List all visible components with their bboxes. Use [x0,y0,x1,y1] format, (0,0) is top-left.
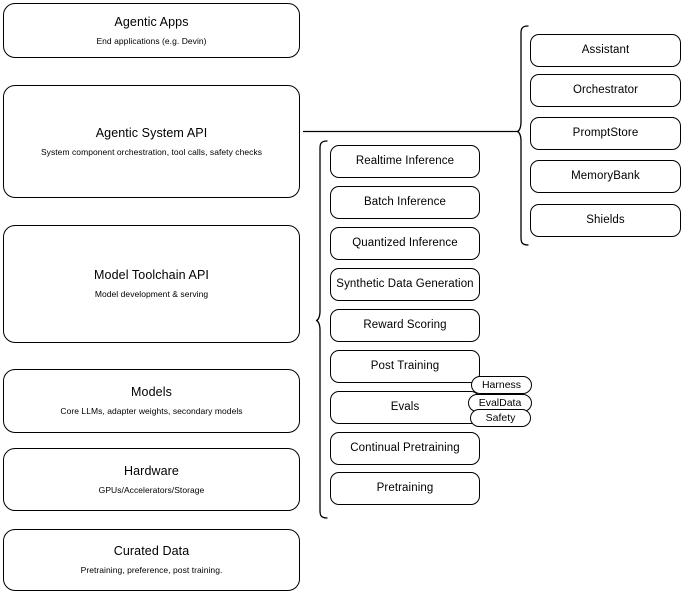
system-component-memorybank[interactable]: MemoryBank [530,160,681,193]
layer-model-toolchain-api[interactable]: Model Toolchain API Model development & … [3,225,300,343]
node-label: Orchestrator [572,84,639,97]
toolchain-pretraining[interactable]: Pretraining [330,472,480,505]
brace-toolchain-components [315,140,328,519]
toolchain-continual-pretraining[interactable]: Continual Pretraining [330,432,480,465]
node-label: Shields [586,214,625,227]
evals-sub-harness[interactable]: Harness [471,376,532,394]
node-label: Synthetic Data Generation [336,278,474,291]
system-component-assistant[interactable]: Assistant [530,34,681,67]
layer-agentic-apps[interactable]: Agentic Apps End applications (e.g. Devi… [3,3,300,58]
toolchain-reward-scoring[interactable]: Reward Scoring [330,309,480,342]
layer-title: Model Toolchain API [94,268,209,283]
toolchain-synthetic-data-generation[interactable]: Synthetic Data Generation [330,268,480,301]
layer-agentic-system-api[interactable]: Agentic System API System component orch… [3,85,300,198]
layer-hardware[interactable]: Hardware GPUs/Accelerators/Storage [3,448,300,511]
node-label: Continual Pretraining [350,442,460,455]
node-label: Quantized Inference [352,237,458,250]
system-component-shields[interactable]: Shields [530,204,681,237]
layer-title: Curated Data [113,544,190,559]
node-label: PromptStore [572,127,639,140]
layer-title: Agentic System API [95,125,208,140]
node-label: MemoryBank [571,170,640,183]
system-component-orchestrator[interactable]: Orchestrator [530,74,681,107]
node-label: Reward Scoring [363,319,447,332]
system-component-promptstore[interactable]: PromptStore [530,117,681,150]
node-label: Pretraining [376,482,434,495]
toolchain-quantized-inference[interactable]: Quantized Inference [330,227,480,260]
layer-subtitle: Model development & serving [94,289,209,299]
node-label: Realtime Inference [355,155,455,168]
node-label: Evals [390,401,420,414]
layer-title: Agentic Apps [114,14,189,29]
layer-models[interactable]: Models Core LLMs, adapter weights, secon… [3,369,300,433]
toolchain-realtime-inference[interactable]: Realtime Inference [330,145,480,178]
node-label: Batch Inference [363,196,447,209]
brace-system-components [516,25,529,246]
toolchain-batch-inference[interactable]: Batch Inference [330,186,480,219]
toolchain-evals[interactable]: Evals [330,391,480,424]
layer-subtitle: GPUs/Accelerators/Storage [98,484,205,495]
layer-title: Models [131,385,172,400]
evals-sub-safety[interactable]: Safety [470,409,531,427]
layer-subtitle: End applications (e.g. Devin) [96,35,207,46]
layer-subtitle: Core LLMs, adapter weights, secondary mo… [60,406,243,416]
node-label: Post Training [370,360,440,373]
toolchain-post-training[interactable]: Post Training [330,350,480,383]
layer-curated-data[interactable]: Curated Data Pretraining, preference, po… [3,529,300,591]
layer-subtitle: System component orchestration, tool cal… [40,146,263,157]
layer-title: Hardware [124,463,179,478]
layer-subtitle: Pretraining, preference, post training. [80,565,223,575]
node-label: Assistant [581,44,630,57]
